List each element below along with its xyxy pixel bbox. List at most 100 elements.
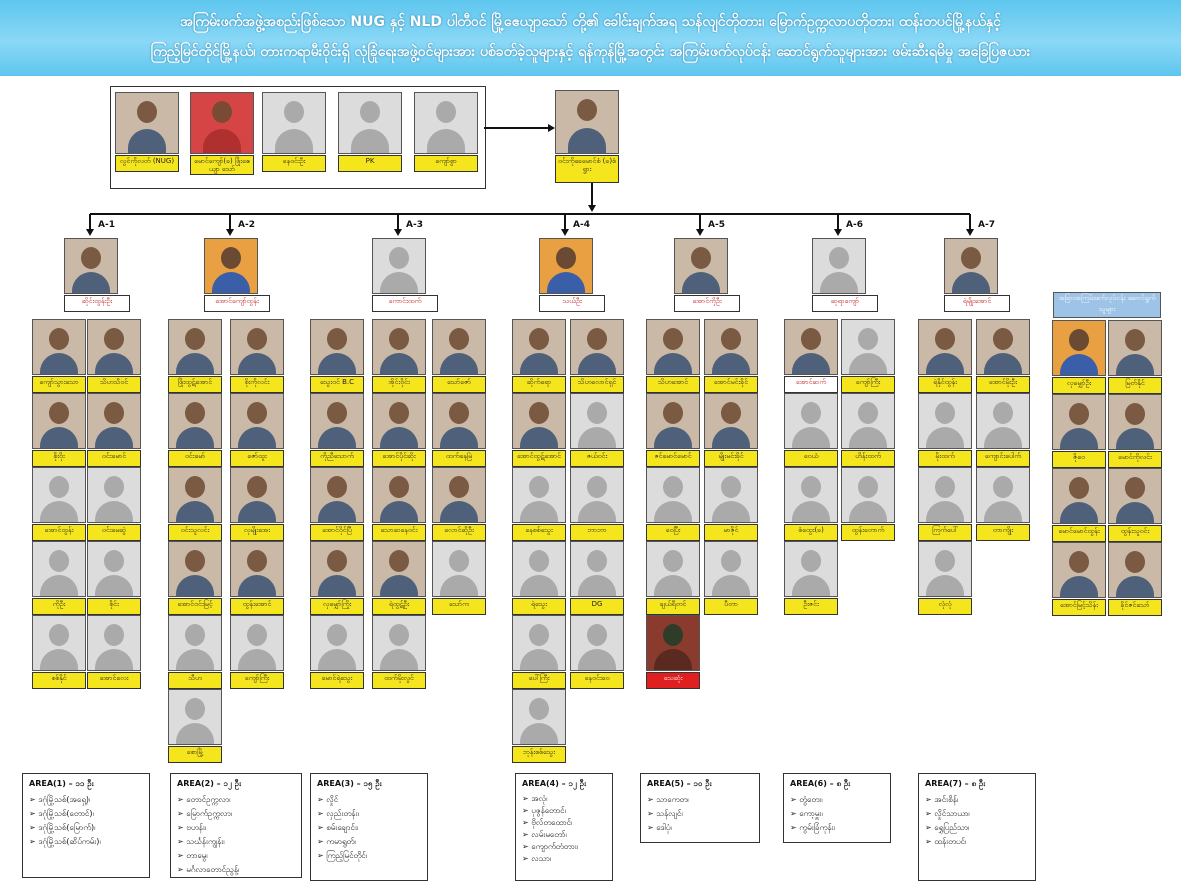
placeholder-avatar-icon bbox=[646, 541, 700, 597]
member-photo bbox=[64, 238, 118, 294]
area-leader-card: ဆုရာကျော် bbox=[812, 238, 878, 312]
member-photo bbox=[204, 238, 258, 294]
area-summary-box: AREA(1) – ၁၁ ဦးဒဂုံမြို့သစ်(အရှေ့)၊ဒဂုံမ… bbox=[22, 773, 150, 878]
placeholder-avatar-icon bbox=[918, 541, 972, 597]
member-name: အောင်ဝင်းမြင့် bbox=[168, 598, 222, 615]
member-card: ထက်နေမြဲ bbox=[432, 393, 486, 467]
member-name: ခိုင်ဇင်သော် bbox=[1108, 599, 1162, 616]
township-item: ဒဂုံမြို့သစ်(တောင်)၊ bbox=[29, 807, 143, 821]
placeholder-avatar-icon bbox=[918, 393, 972, 449]
member-card: တာကျိုး bbox=[976, 467, 1030, 541]
member-name: ဇော်ထူး bbox=[230, 450, 284, 467]
member-name: မာဇိုင် bbox=[704, 524, 758, 541]
member-name: ထွန်းသူဝင်း bbox=[1108, 525, 1162, 542]
member-photo bbox=[784, 319, 838, 375]
member-card: စစ်နိုင် bbox=[32, 615, 86, 689]
township-item: လှိုင် bbox=[317, 793, 421, 807]
township-item: ပုဇွန်တောင်၊ bbox=[522, 805, 606, 817]
leader-card: မောင်ကျော်(ခ) ဖြိုးဧေယျာ သော် bbox=[190, 92, 254, 175]
member-card: နေဝင်းဝေ bbox=[570, 615, 624, 689]
member-name: ဝင်းကိုခေမောင်စံ (ခ)စံရွား bbox=[555, 155, 619, 183]
member-photo bbox=[372, 319, 426, 375]
placeholder-avatar-icon bbox=[918, 467, 972, 523]
member-card: အောင်မိုးဦး bbox=[976, 319, 1030, 393]
township-item: တွံတေး၊ bbox=[790, 793, 884, 807]
placeholder-avatar-icon bbox=[784, 467, 838, 523]
member-name: သိဟလောင်ရှင် bbox=[570, 376, 624, 393]
member-name: မောင်ကိုလင်း bbox=[1108, 451, 1162, 468]
member-name: သွေးဝင် B.C bbox=[310, 376, 364, 393]
member-name: အောင်ထွန်း bbox=[32, 524, 86, 541]
member-name: စိုးကိုလင်း bbox=[230, 376, 284, 393]
member-name: စိုင်း bbox=[87, 598, 141, 615]
member-card: နေစစ်သွေး bbox=[512, 467, 566, 541]
member-name: ဇယ်ဝင်း bbox=[570, 450, 624, 467]
area-code-label: A-6 bbox=[846, 220, 863, 230]
member-card: ဇော်ထူး bbox=[230, 393, 284, 467]
member-name: သော်ဇော် bbox=[432, 376, 486, 393]
member-name: ဝင်းသူလင်း bbox=[168, 524, 222, 541]
member-name: ဝင်းမောင် bbox=[87, 450, 141, 467]
member-card: စိုးကိုလင်း bbox=[230, 319, 284, 393]
member-card: ပေါ်ကြီး bbox=[512, 615, 566, 689]
member-name: အောင်ဝိုင်ပြီ bbox=[310, 524, 364, 541]
placeholder-avatar-icon bbox=[570, 541, 624, 597]
member-name: ဆိုင်းထွန်းဦး bbox=[64, 295, 130, 312]
member-card: အောင်ထွဋ်အောင် bbox=[512, 393, 566, 467]
placeholder-avatar-icon bbox=[32, 541, 86, 597]
member-photo bbox=[230, 393, 284, 449]
area-code-label: A-5 bbox=[708, 220, 725, 230]
member-name: အောင်ကျော်ထွန်း bbox=[204, 295, 270, 312]
township-item: ဗဟန်း၊ bbox=[177, 821, 295, 835]
member-name: ထွန်းတောက် bbox=[841, 524, 895, 541]
member-card: လောင်ဆိုဦး bbox=[432, 467, 486, 541]
member-card: အောင်ပိုင်ဆိုး bbox=[372, 393, 426, 467]
member-photo bbox=[1108, 542, 1162, 598]
member-name: ဝင်းမော် bbox=[168, 450, 222, 467]
member-name: ပေါ်ကြီး bbox=[512, 672, 566, 689]
placeholder-avatar-icon bbox=[704, 541, 758, 597]
placeholder-avatar-icon bbox=[87, 541, 141, 597]
member-card: ကျော်ကြီး bbox=[841, 319, 895, 393]
member-name: ကျော်သွားသော bbox=[32, 376, 86, 393]
member-card: ဇင်မောင်မောင် bbox=[646, 393, 700, 467]
member-card: သိဟလောင်ရှင် bbox=[570, 319, 624, 393]
area-summary-box: AREA(6) – ၈ ဦးတွံတေး၊ကော့မှူး၊ကွမ်းခြံကု… bbox=[783, 773, 891, 843]
placeholder-avatar-icon bbox=[812, 238, 866, 294]
member-name: ဖြိုးထွဋ်အောင် bbox=[168, 376, 222, 393]
member-name: ဟိန်းထက် bbox=[841, 450, 895, 467]
member-photo bbox=[310, 467, 364, 523]
placeholder-avatar-icon bbox=[168, 689, 222, 745]
member-name: ဝေယံ bbox=[784, 450, 838, 467]
member-name: နေဝင်းဝေ bbox=[570, 672, 624, 689]
member-name: အောင်ဆက် bbox=[784, 376, 838, 393]
member-name: ကောင်းထက် bbox=[372, 295, 438, 312]
member-photo bbox=[570, 319, 624, 375]
arrow-head-icon bbox=[834, 229, 842, 236]
township-item: ဗိုလ်တထောင်၊ bbox=[522, 817, 606, 829]
arrow-head-icon bbox=[86, 229, 94, 236]
area-summary-title: AREA(5) – ၁၀ ဦး bbox=[647, 779, 712, 788]
member-card: မိုးထက် bbox=[918, 393, 972, 467]
member-photo bbox=[230, 541, 284, 597]
placeholder-avatar-icon bbox=[570, 467, 624, 523]
placeholder-avatar-icon bbox=[87, 467, 141, 523]
area-leader-card: ရဲမျိုးအောင် bbox=[944, 238, 1010, 312]
member-photo bbox=[432, 319, 486, 375]
member-name: ချယ်ရီတင် bbox=[646, 598, 700, 615]
township-item: ကြည့်မြင်တိုင်၊ bbox=[317, 849, 421, 863]
area-summary-box: AREA(7) – ၈ ဦးအင်းစိန်၊လှိုင်သာယာ၊ရွှေပြ… bbox=[918, 773, 1036, 881]
leader-card: PK bbox=[338, 92, 402, 172]
member-photo bbox=[115, 92, 179, 154]
member-card: လုံလုံ bbox=[918, 541, 972, 615]
member-photo bbox=[646, 319, 700, 375]
member-card: လှမျိုးအေး bbox=[230, 467, 284, 541]
placeholder-avatar-icon bbox=[841, 393, 895, 449]
member-name: အောင်မိုးဦး bbox=[976, 376, 1030, 393]
placeholder-avatar-icon bbox=[841, 319, 895, 375]
placeholder-avatar-icon bbox=[32, 615, 86, 671]
member-card: အောင်ဆက် bbox=[784, 319, 838, 393]
area-summary-box: AREA(2) – ၁၂ ဦးတောင်ဥက္ကလာ၊မြောက်ဥက္ကလာ၊… bbox=[170, 773, 302, 878]
member-photo bbox=[944, 238, 998, 294]
member-card: ထွန်းအောင် bbox=[230, 541, 284, 615]
